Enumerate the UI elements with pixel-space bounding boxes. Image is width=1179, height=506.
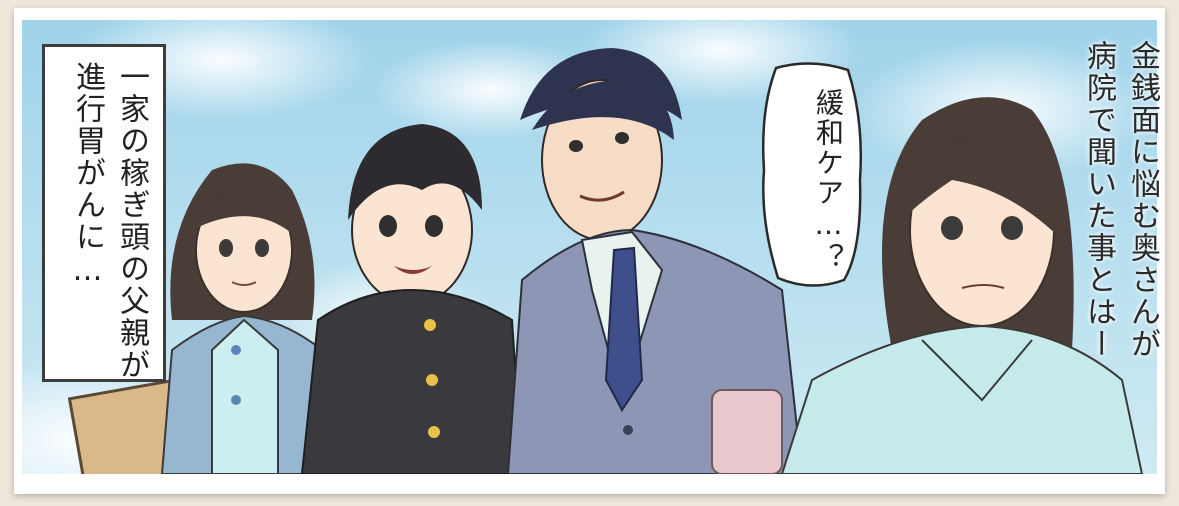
speech-bubble-shape [761, 62, 863, 287]
speech-bubble: 緩和ケア…？ [756, 60, 866, 290]
caption-text-block: 金銭面に悩む奥さんが 病院で聞いた事とはー [1040, 40, 1168, 400]
narration-text: 一家の稼ぎ頭の父親が 進行胃がんに… [65, 61, 153, 381]
woman-wife [780, 97, 1144, 474]
boy-student [300, 124, 524, 474]
narration-line: 一家の稼ぎ頭の父親が [114, 61, 149, 381]
caption-line: 病院で聞いた事とはー [1081, 40, 1116, 360]
panel-illustration [22, 20, 1157, 474]
speech-text: 緩和ケア…？ [812, 88, 845, 273]
woman-left [160, 163, 329, 474]
narration-box: 一家の稼ぎ頭の父親が 進行胃がんに… [42, 44, 166, 382]
caption-line: 金銭面に悩む奥さんが [1125, 40, 1160, 360]
narration-line: 進行胃がんに… [70, 61, 105, 290]
chair-back [711, 389, 783, 474]
comic-panel-artwork [22, 20, 1157, 474]
caption-text: 金銭面に悩む奥さんが 病院で聞いた事とはー [1076, 40, 1164, 360]
